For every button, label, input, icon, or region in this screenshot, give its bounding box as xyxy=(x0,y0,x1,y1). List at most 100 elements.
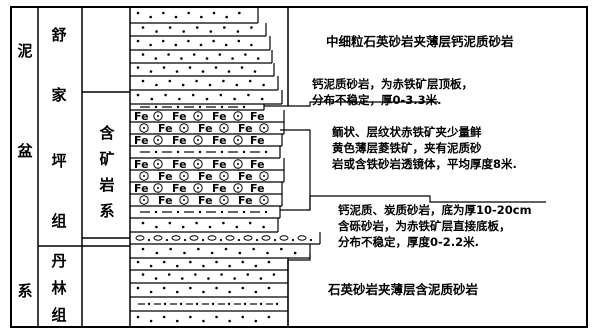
group-char: 组 xyxy=(51,306,67,324)
sand-dot xyxy=(191,93,195,97)
sand-dot xyxy=(147,238,151,242)
sand-dot xyxy=(167,53,170,56)
sand-dot xyxy=(189,286,192,290)
sand-dot xyxy=(212,39,215,43)
sand-dot xyxy=(242,105,246,109)
sand-dot xyxy=(149,264,153,268)
oolite-core xyxy=(183,199,185,201)
pebble xyxy=(279,235,289,241)
group-char: 舒 xyxy=(51,26,67,44)
sand-dot xyxy=(228,319,231,323)
sand-dot xyxy=(179,302,183,306)
oolite-circle xyxy=(259,123,269,133)
sand-dot xyxy=(248,221,252,225)
oolite-core xyxy=(197,115,199,117)
sand-dot xyxy=(154,277,158,280)
oolite-circle xyxy=(153,183,163,193)
sand-dot xyxy=(194,273,197,276)
iron-symbol: Fe xyxy=(198,170,213,183)
oolite-core xyxy=(183,175,185,177)
sand-dot xyxy=(211,302,215,306)
sand-dot xyxy=(259,302,263,306)
sand-dot xyxy=(210,251,214,255)
oolite-core xyxy=(237,139,239,141)
oolite-circle xyxy=(259,171,269,181)
pebble xyxy=(153,235,163,241)
sand-dot xyxy=(200,15,203,19)
sand-dot xyxy=(197,247,200,251)
sand-dot xyxy=(136,66,140,69)
iron-symbol: Fe xyxy=(250,134,265,147)
sand-dot xyxy=(205,57,209,60)
sand-dot xyxy=(162,66,166,69)
sand-dot xyxy=(175,264,179,268)
oolite-core xyxy=(223,175,225,177)
sand-dot xyxy=(238,251,242,255)
sand-dot xyxy=(155,30,158,33)
iron-symbol: Fe xyxy=(212,182,227,195)
sand-dot xyxy=(195,79,198,83)
oolite-core xyxy=(157,139,159,141)
sand-dot xyxy=(235,83,239,87)
oolite-core xyxy=(223,199,225,201)
sand-dot xyxy=(237,39,241,43)
oolite-core xyxy=(263,175,265,177)
sand-dot xyxy=(149,319,153,323)
sand-dot xyxy=(215,260,218,264)
sand-dot xyxy=(195,26,199,29)
oolite-core xyxy=(263,199,265,201)
sand-dot xyxy=(264,150,268,154)
sand-dot xyxy=(266,251,269,255)
oolite-core xyxy=(183,127,185,129)
iron-symbol: Fe xyxy=(238,170,253,183)
sand-dot xyxy=(214,66,218,69)
oolite-circle xyxy=(179,123,189,133)
oolite-circle xyxy=(179,195,189,205)
sand-dot xyxy=(147,302,151,306)
sand-dot xyxy=(188,66,192,69)
iron-symbol: Fe xyxy=(134,158,149,171)
sand-dot xyxy=(141,247,145,251)
sand-dot xyxy=(202,264,205,268)
iron-symbol: Fe xyxy=(238,194,253,207)
sand-dot xyxy=(224,247,228,251)
sand-dot xyxy=(149,15,152,19)
sand-dot xyxy=(176,150,180,154)
sand-dot xyxy=(233,277,236,280)
sand-dot xyxy=(181,225,185,229)
oolite-circle xyxy=(259,195,269,205)
sand-dot xyxy=(174,15,178,19)
sand-dot xyxy=(208,83,212,87)
pebble xyxy=(135,235,145,241)
oolite-circle xyxy=(193,111,203,121)
sand-dot xyxy=(189,315,192,319)
sand-dot xyxy=(198,105,202,109)
sand-dot xyxy=(162,315,166,319)
oolite-core xyxy=(143,127,145,129)
sand-dot xyxy=(162,260,166,264)
sand-dot xyxy=(248,79,252,83)
group-char: 坪 xyxy=(51,152,67,170)
sand-dot xyxy=(154,57,158,60)
oolite-core xyxy=(263,127,265,129)
sand-dot xyxy=(235,225,239,229)
sand-dot xyxy=(162,286,166,290)
oolite-core xyxy=(197,139,199,141)
oolite-core xyxy=(237,115,239,117)
iron-symbol: Fe xyxy=(134,110,149,123)
sand-dot xyxy=(182,30,185,33)
sand-dot xyxy=(136,315,140,319)
sand-dot xyxy=(280,247,283,251)
sand-dot xyxy=(240,66,244,69)
sand-dot xyxy=(189,260,192,264)
sand-dot xyxy=(228,264,231,268)
callout-ore-line xyxy=(280,129,311,210)
sand-dot xyxy=(198,150,202,154)
group-char: 家 xyxy=(51,86,67,104)
sand-dot xyxy=(201,238,205,242)
oolite-core xyxy=(223,127,225,129)
oolite-circle xyxy=(233,159,243,169)
sand-dot xyxy=(207,277,210,280)
sand-dot xyxy=(169,247,172,251)
